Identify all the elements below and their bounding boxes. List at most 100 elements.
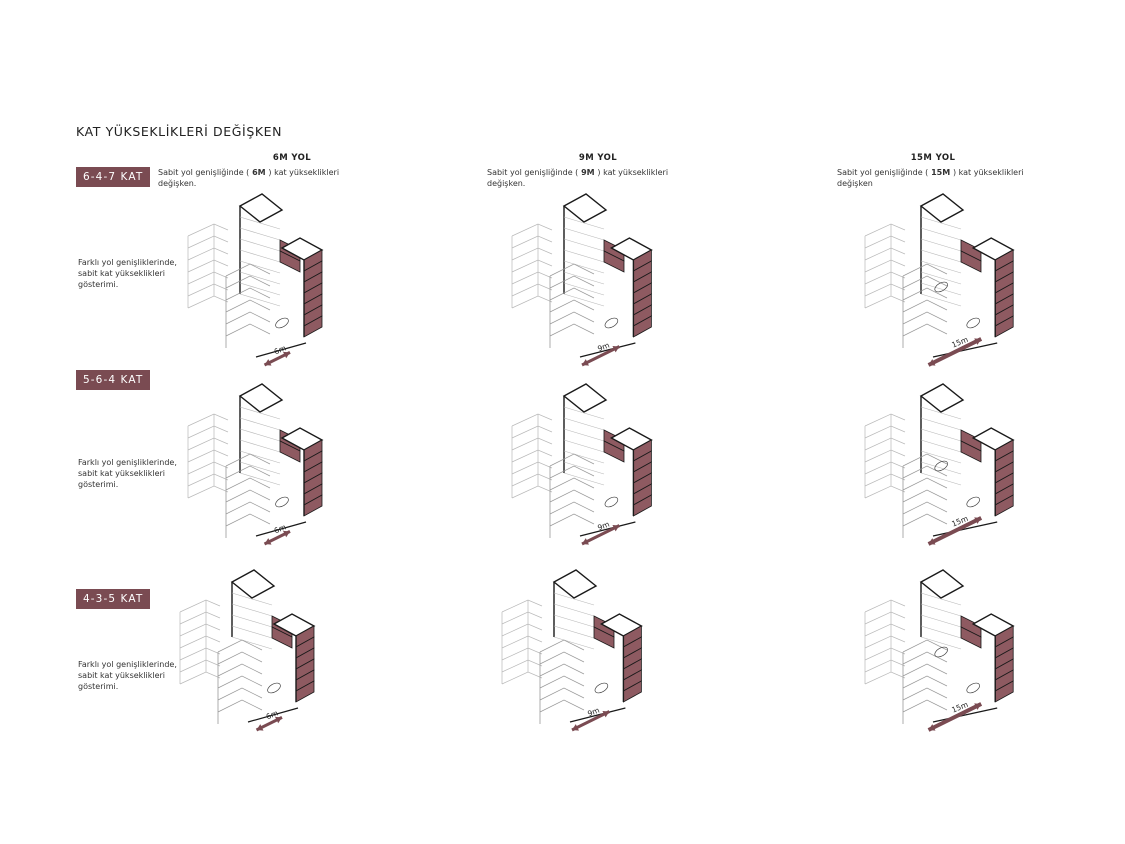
ghost-floor-line: [501, 659, 543, 673]
rear-roof: [562, 193, 608, 223]
row-label-4-3-5: 4-3-5 KAT: [76, 589, 151, 609]
front-tower: [609, 427, 653, 517]
road-width-arrow: [927, 337, 983, 367]
mid-floor-line: [217, 687, 263, 701]
mid-block: [902, 639, 948, 724]
car-outline: [966, 682, 980, 694]
ghost-floor-line: [864, 671, 906, 685]
rear-block: [919, 193, 965, 307]
mid-floor-line: [902, 687, 948, 701]
ghost-floor-line: [864, 437, 906, 451]
ghost-floor-line: [179, 635, 221, 649]
mid-block: [549, 263, 595, 348]
street: 9m: [579, 317, 636, 367]
rear-block: [238, 193, 284, 307]
rear-floor-line: [239, 428, 281, 442]
notch-block: [960, 239, 982, 273]
rear-floor-line: [920, 406, 962, 420]
rear-floor-line: [920, 417, 962, 431]
diagram-r2-c3: 15m: [864, 383, 1015, 546]
car-outline: [934, 281, 948, 293]
notch-floor: [960, 250, 982, 273]
diagram-r1-c2: 9m: [511, 193, 653, 367]
ghost-floor-line: [864, 449, 906, 463]
rear-floor-line: [920, 271, 962, 285]
car-outline: [594, 682, 609, 694]
road-width-arrow: [571, 710, 611, 732]
mid-floor-line: [225, 513, 271, 527]
ghost-floor-line: [864, 461, 906, 475]
mid-floor-line: [902, 299, 948, 313]
road-width-arrow: [581, 524, 621, 546]
rear-block: [238, 383, 284, 486]
rear-floor-line: [920, 227, 962, 241]
mid-floor-line: [225, 489, 271, 503]
rear-roof: [238, 193, 284, 223]
ghost-floor-line: [511, 271, 553, 285]
diagram-r2-c1: 6m: [187, 383, 324, 546]
mid-block: [902, 453, 948, 538]
mid-floor-line: [217, 699, 263, 713]
street: 6m: [255, 317, 307, 367]
ghost-floor-line: [511, 413, 553, 427]
rear-floor-line: [239, 238, 281, 252]
mid-floor-line: [539, 663, 585, 677]
arrow-head: [582, 538, 589, 545]
ghost-floor-line: [511, 437, 553, 451]
rear-floor-line: [239, 227, 281, 241]
notch-floor: [960, 440, 982, 463]
street: 6m: [247, 682, 299, 732]
ghost-building: [179, 599, 221, 685]
car-outline: [275, 317, 289, 329]
ghost-floor-line: [179, 611, 221, 625]
arrow-head: [572, 724, 579, 731]
ghost-floor-line: [511, 283, 553, 297]
ghost-building: [501, 599, 543, 685]
arrow-head: [974, 703, 982, 710]
front-tower: [599, 613, 643, 703]
car-outline: [267, 682, 281, 694]
mid-floor-line: [902, 453, 948, 467]
row-note-3: Farklı yol genişliklerinde, sabit kat yü…: [78, 660, 177, 691]
rear-roof: [919, 193, 965, 223]
notch-floor: [603, 440, 625, 463]
road-width-arrow: [927, 702, 983, 732]
ghost-floor-line: [511, 223, 553, 237]
ghost-floor-line: [511, 295, 553, 309]
front-tower: [280, 427, 324, 517]
rear-floor-line: [563, 439, 605, 453]
notch-block: [593, 615, 615, 649]
rear-floor-line: [920, 636, 962, 650]
ghost-floor-line: [179, 647, 221, 661]
rear-floor-line: [563, 417, 605, 431]
mid-floor-line: [539, 699, 585, 713]
rear-roof: [919, 569, 965, 599]
mid-floor-line: [549, 477, 595, 491]
ghost-floor-line: [864, 599, 906, 613]
rear-roof: [238, 383, 284, 413]
diagram-r3-c3: 15m: [864, 569, 1015, 732]
ghost-floor-line: [501, 611, 543, 625]
ghost-floor-line: [187, 425, 229, 439]
mid-block: [902, 263, 948, 348]
rear-floor-line: [920, 439, 962, 453]
rear-floor-line: [563, 406, 605, 420]
road-width-label: 9m: [586, 705, 601, 718]
mid-floor-line: [225, 453, 271, 467]
ghost-building: [511, 223, 553, 309]
ghost-floor-line: [187, 461, 229, 475]
ghost-floor-line: [501, 635, 543, 649]
street: 15m: [927, 646, 998, 732]
mid-block: [225, 453, 271, 538]
ghost-floor-line: [864, 283, 906, 297]
rear-floor-line: [920, 461, 962, 475]
rear-floor-line: [920, 603, 962, 617]
front-tower: [280, 237, 324, 338]
ghost-floor-line: [864, 611, 906, 625]
ghost-floor-line: [864, 271, 906, 285]
mid-floor-line: [902, 263, 948, 277]
arrow-head: [264, 359, 272, 366]
mid-floor-line: [902, 489, 948, 503]
rear-floor-line: [239, 271, 281, 285]
rear-floor-line: [239, 417, 281, 431]
